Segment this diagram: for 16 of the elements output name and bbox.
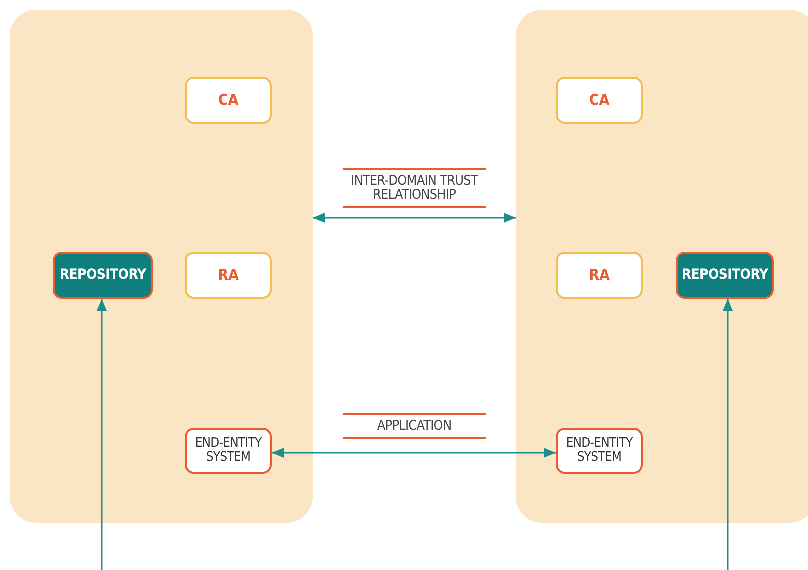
domain-panel	[10, 10, 313, 523]
arrow	[313, 213, 516, 223]
authority-box: RA	[185, 252, 272, 299]
domain-panel	[516, 10, 808, 523]
authority-box: CA	[556, 77, 643, 124]
arrow	[723, 299, 733, 570]
repository-box: REPOSITORY	[676, 252, 774, 299]
edge-label: INTER-DOMAIN TRUST RELATIONSHIP	[343, 168, 486, 208]
authority-box: CA	[185, 77, 272, 124]
edge-label: APPLICATION	[343, 413, 486, 440]
system-box: END-ENTITY SYSTEM	[556, 428, 643, 474]
system-box: END-ENTITY SYSTEM	[185, 428, 272, 474]
authority-box: RA	[556, 252, 643, 299]
arrow	[272, 448, 556, 458]
arrow	[97, 299, 107, 570]
repository-box: REPOSITORY	[53, 252, 153, 299]
